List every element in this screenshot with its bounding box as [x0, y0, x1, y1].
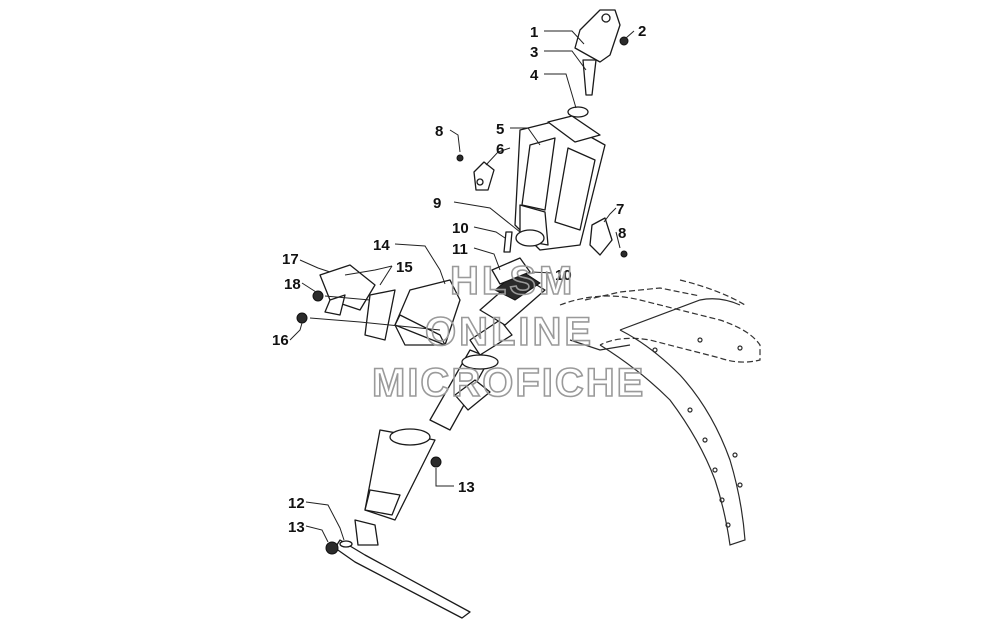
- steering-column: [334, 9, 629, 619]
- callout-7: 7: [616, 201, 624, 218]
- callout-3: 3: [530, 44, 538, 61]
- callout-17: 17: [282, 251, 299, 268]
- callout-10-left: 10: [452, 220, 469, 237]
- watermark: HLSM ONLINE MICROFICHE: [371, 258, 645, 406]
- callout-12: 12: [288, 495, 305, 512]
- watermark-line-2: ONLINE: [425, 310, 594, 354]
- callout-9: 9: [433, 195, 441, 212]
- callout-2: 2: [638, 23, 646, 40]
- callout-13-mid: 13: [458, 479, 475, 496]
- callout-1: 1: [530, 24, 538, 41]
- callout-15: 15: [396, 259, 413, 276]
- callout-5: 5: [496, 121, 504, 138]
- callout-16: 16: [272, 332, 289, 349]
- callout-8-right: 8: [618, 225, 626, 242]
- lower-fasteners: [325, 456, 442, 555]
- column-cover: [296, 264, 461, 346]
- callout-18: 18: [284, 276, 301, 293]
- callout-14: 14: [373, 237, 390, 254]
- leader-lines: [289, 30, 635, 543]
- callout-6: 6: [496, 141, 504, 158]
- callout-13-lower: 13: [288, 519, 305, 536]
- callout-8-left: 8: [435, 123, 443, 140]
- callout-4: 4: [530, 67, 539, 84]
- callout-11: 11: [452, 241, 468, 258]
- callout-labels: 1 2 3 4 5 6 7 8 8 9 10 10 11 12 13 13 14…: [272, 23, 646, 536]
- callout-10-right: 10: [555, 267, 572, 284]
- watermark-line-3: MICROFICHE: [372, 361, 645, 405]
- watermark-line-1: HLSM: [450, 259, 575, 303]
- vehicle-frame: [559, 279, 761, 546]
